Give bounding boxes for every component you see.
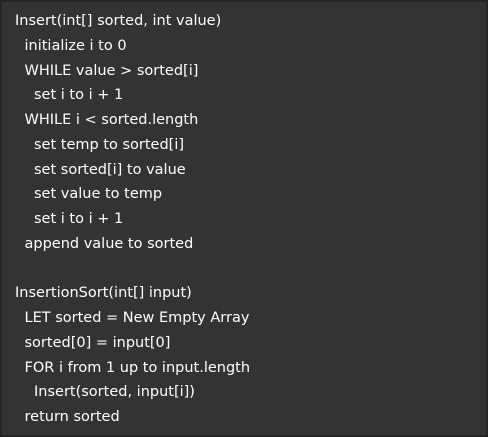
code-line: set value to temp [34,186,163,203]
code-line: InsertionSort(int[] input) [15,285,192,302]
code-line: Insert(sorted, input[i]) [34,384,195,401]
code-line: return sorted [24,409,120,425]
code-line: FOR i from 1 up to input.length [24,359,251,376]
code-line: Insert(int[] sorted, int value) [15,13,222,29]
code-line: append value to sorted [24,235,194,252]
code-line: LET sorted = New Empty Array [24,310,250,326]
code-line: set i to i + 1 [34,87,124,104]
blank-line [15,257,250,282]
code-line: set sorted[i] to value [34,161,186,178]
code-line: initialize i to 0 [24,37,127,54]
code-line: set i to i + 1 [34,211,124,227]
code-line: set temp to sorted[i] [34,136,185,153]
pseudocode-block: Insert(int[] sorted, int value) initializ… [15,9,250,430]
code-line: sorted[0] = input[0] [24,334,171,351]
code-line: WHILE i < sorted.length [24,112,199,128]
code-line: WHILE value > sorted[i] [24,62,199,79]
